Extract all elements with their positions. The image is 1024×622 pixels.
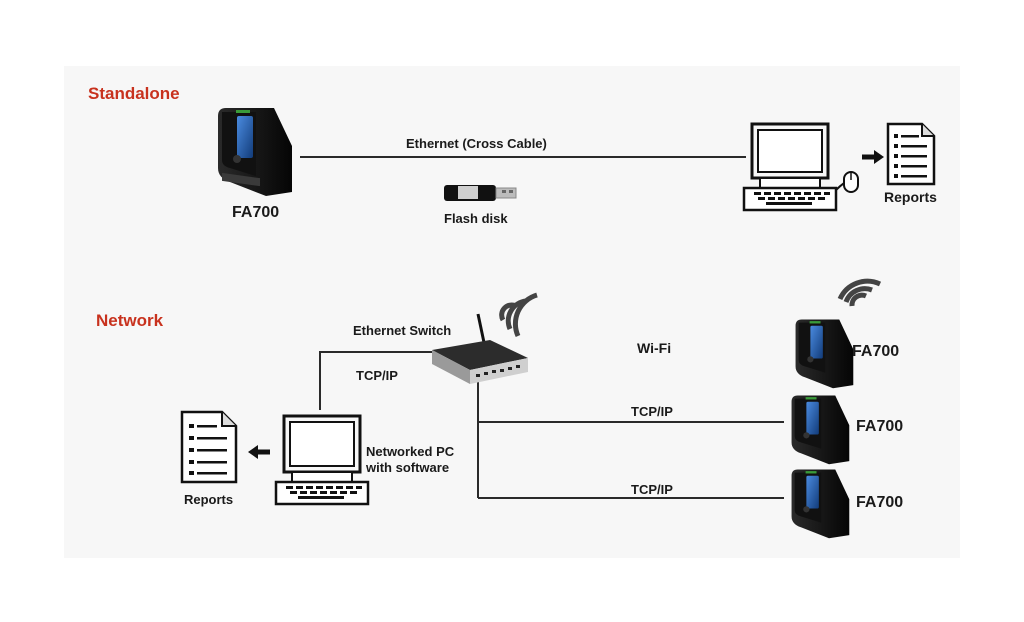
- reports-document-icon: [886, 122, 936, 186]
- fa700-device-wifi: [795, 319, 854, 389]
- fa700-device-standalone: [218, 108, 292, 196]
- wifi-signal-icon: [499, 292, 538, 338]
- pc-standalone-icon: [742, 122, 859, 212]
- fa700-label-standalone: FA700: [232, 204, 280, 221]
- arrow-right-icon: [862, 150, 884, 164]
- fa700-device-tcpip-2: [791, 469, 850, 539]
- ethernet-cable-label: Ethernet (Cross Cable): [406, 136, 547, 151]
- wifi-signal-icon: [837, 278, 882, 307]
- network-cables: [319, 351, 784, 499]
- standalone-heading: Standalone: [88, 84, 180, 103]
- flash-disk-label: Flash disk: [444, 211, 508, 226]
- reports-label-standalone: Reports: [884, 189, 937, 205]
- fa700-label-wifi: FA700: [852, 343, 900, 360]
- network-heading: Network: [96, 311, 164, 330]
- tcpip-pc-label: TCP/IP: [356, 368, 398, 383]
- wifi-label: Wi-Fi: [637, 340, 672, 356]
- flash-disk-icon: [444, 185, 517, 201]
- networked-pc-icon: [274, 414, 370, 506]
- fa700-label-tcpip-1: FA700: [856, 418, 904, 435]
- networked-pc-label-line1: Networked PC: [366, 444, 455, 459]
- ethernet-switch-icon: [432, 313, 528, 384]
- ethernet-switch-label: Ethernet Switch: [353, 323, 452, 338]
- reports-document-icon: [180, 410, 238, 484]
- tcpip-line-label: TCP/IP: [631, 404, 673, 419]
- fa700-label-tcpip-2: FA700: [856, 494, 904, 511]
- tcpip-line-label: TCP/IP: [631, 482, 673, 497]
- arrow-left-icon: [248, 445, 270, 459]
- reports-label-network: Reports: [184, 492, 234, 507]
- networked-pc-label-line2: with software: [366, 460, 450, 475]
- fa700-device-tcpip-1: [791, 395, 850, 465]
